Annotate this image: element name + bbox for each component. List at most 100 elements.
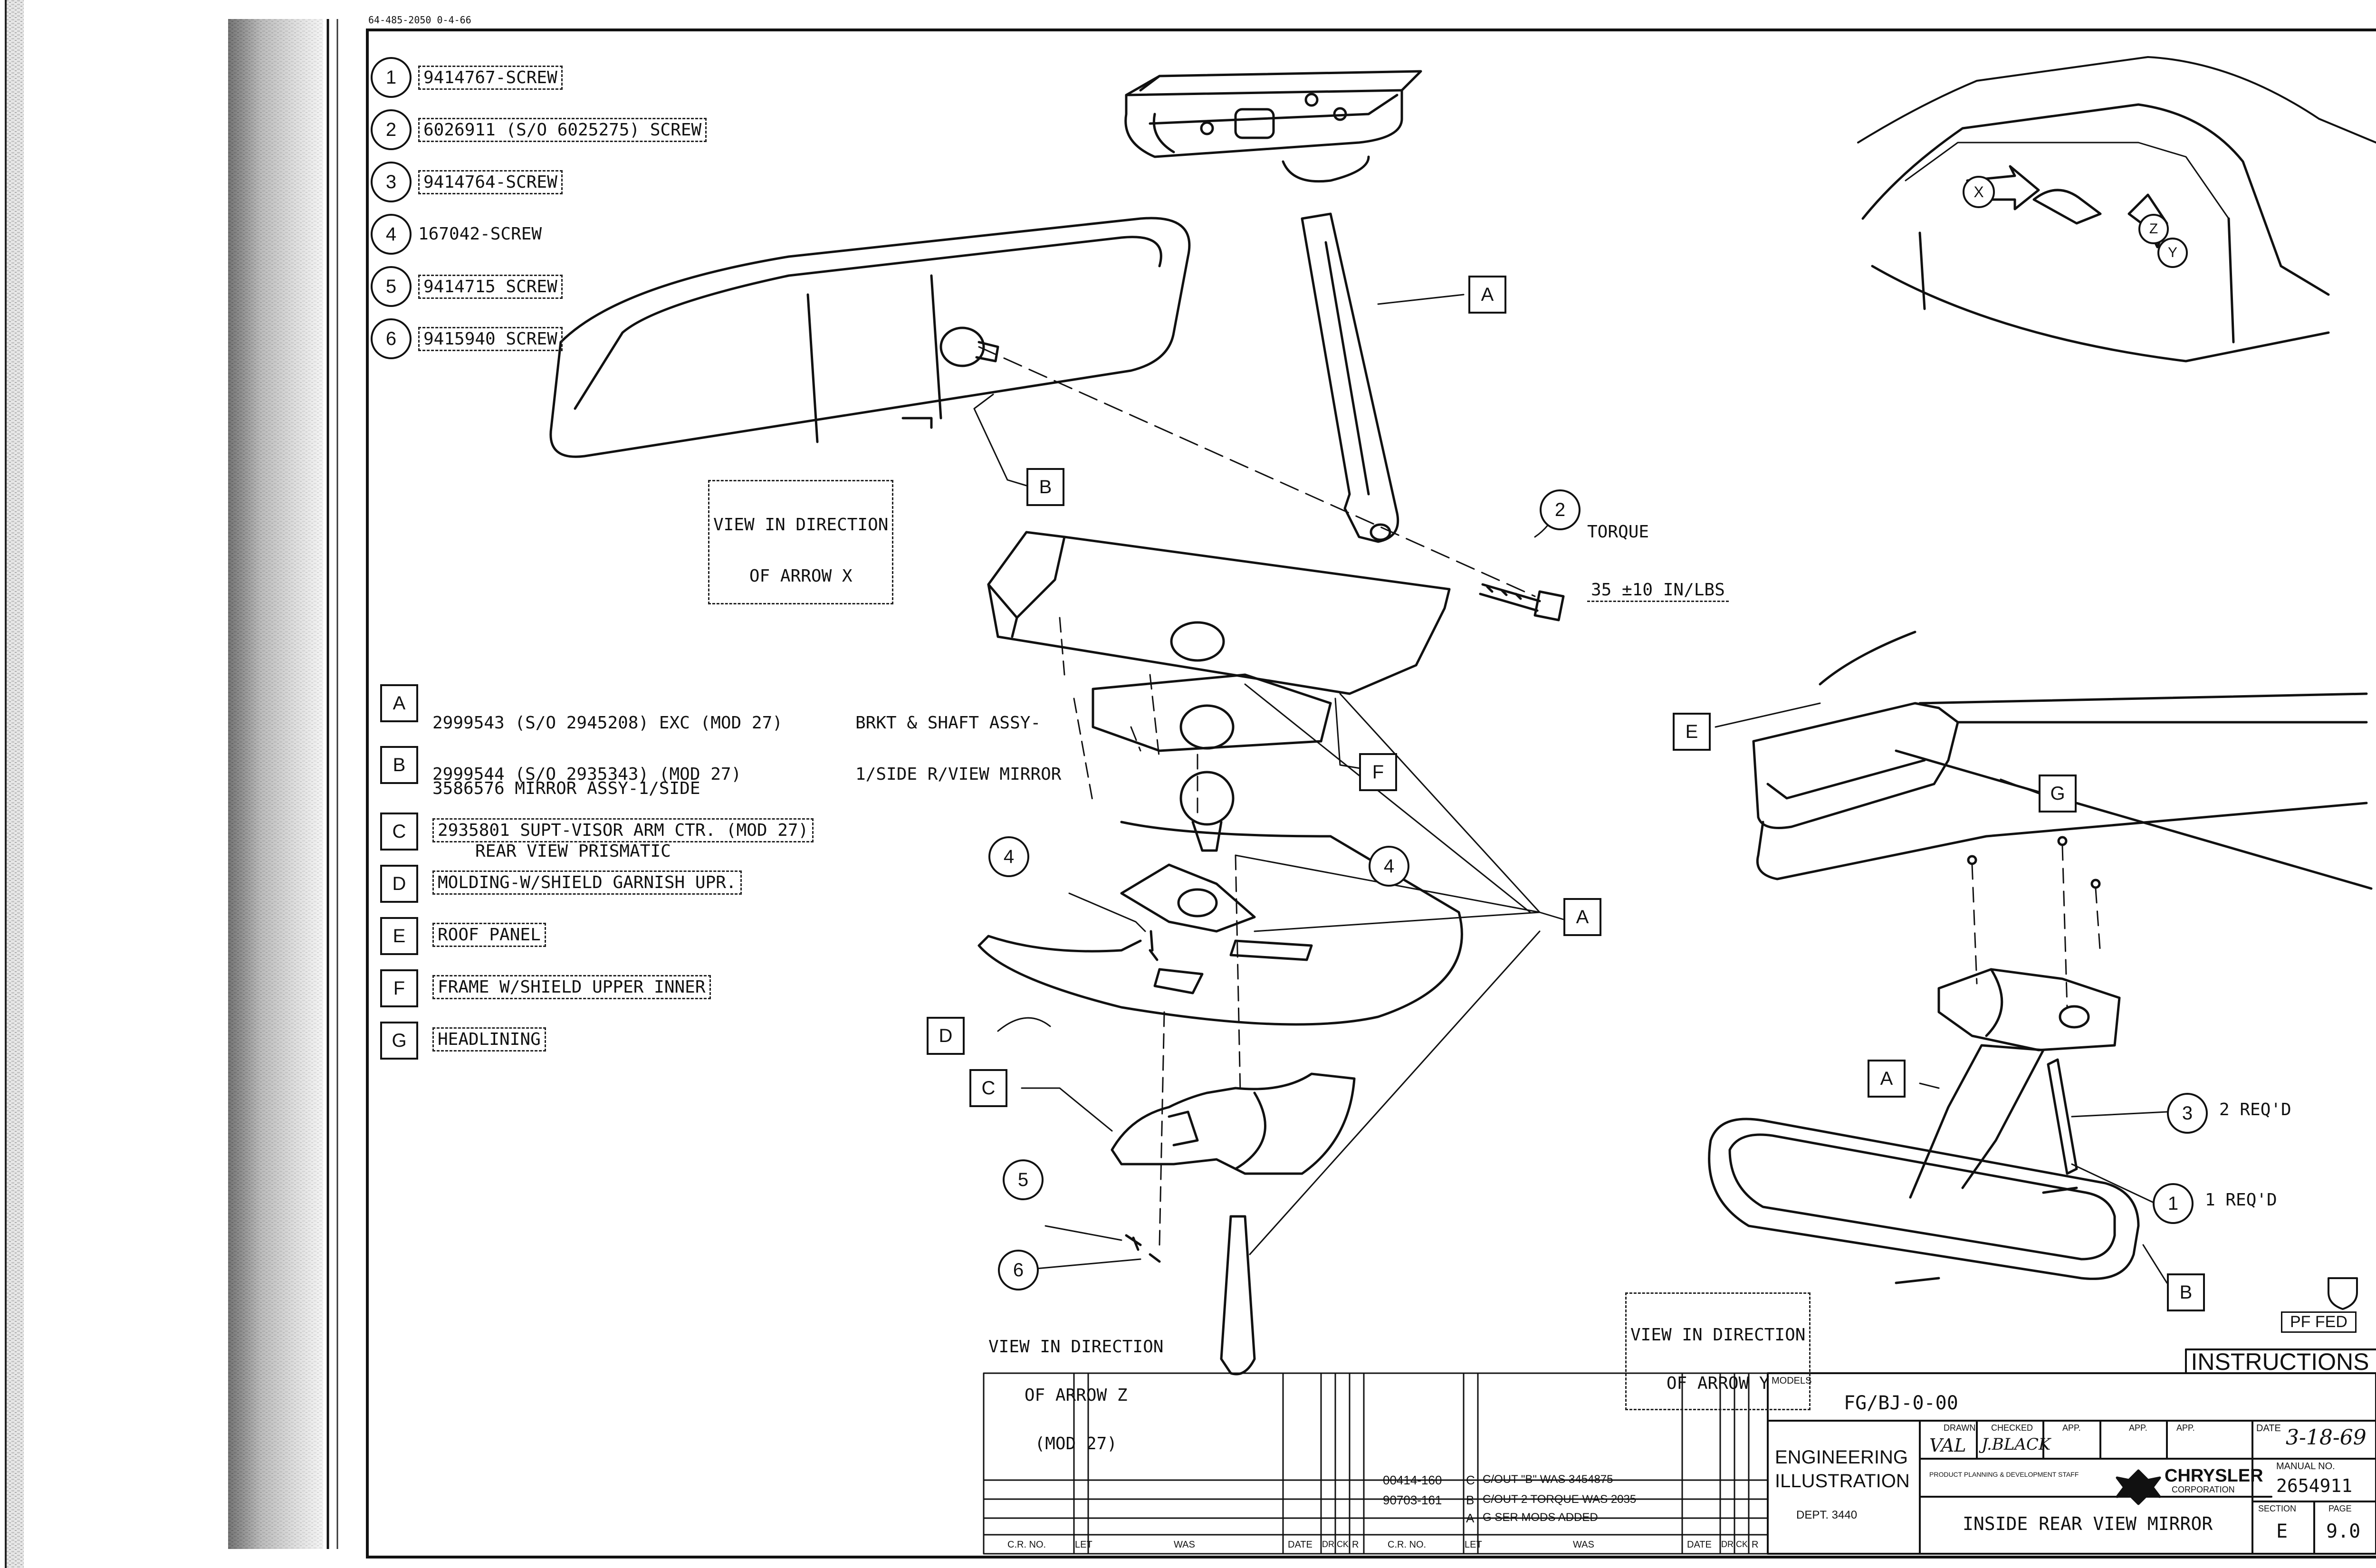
rev-was-3: G SER MODS ADDED [1483, 1511, 1598, 1524]
callout-6: 6 [371, 318, 412, 359]
arrow-z-marker: Z [2138, 214, 2169, 244]
revision-grid [983, 1372, 1769, 1555]
assembly-b-text: 3586576 MIRROR ASSY-1/SIDE REAR VIEW PRI… [432, 736, 700, 904]
drawn-value: VAL [1929, 1435, 1966, 1456]
staff-label: PRODUCT PLANNING & DEVELOPMENT STAFF [1929, 1471, 2079, 1478]
arrow-x-marker: X [1963, 176, 1995, 208]
dept-label: DEPT. 3440 [1796, 1509, 1858, 1521]
view-arrow-x-label: VIEW IN DIRECTION OF ARROW X [708, 480, 894, 604]
callout-2-torque: 2 [1540, 489, 1581, 530]
part-2-text: 6026911 (S/O 6025275) SCREW [418, 118, 707, 142]
models-label: MODELS [1772, 1376, 1812, 1386]
callout-d-molding: D [927, 1017, 965, 1055]
header-code: 64-485-2050 0-4-66 [368, 14, 471, 26]
view-y-line-2: OF ARROW Y [1666, 1374, 1770, 1393]
date-value: 3-18-69 [2286, 1425, 2366, 1450]
req-1: 1 REQ'D [2205, 1190, 2277, 1210]
rev-let-3: A [1466, 1511, 1475, 1525]
drawing-title: INSIDE REAR VIEW MIRROR [1963, 1513, 2213, 1534]
callout-3: 3 [2167, 1093, 2208, 1134]
rev-header-r-right: R [1752, 1539, 1759, 1550]
rev-header-let-right: LET [1465, 1539, 1482, 1550]
windshield-view [1857, 56, 2376, 363]
req-3: 2 REQ'D [2219, 1100, 2291, 1119]
frame-molding-cluster [977, 531, 1463, 1026]
assembly-c-text: 2935801 SUPT-VISOR ARM CTR. (MOD 27) [432, 818, 814, 842]
view-arrow-y-label: VIEW IN DIRECTION OF ARROW Y [1625, 1292, 1811, 1410]
callout-b-right: B [2167, 1273, 2205, 1311]
pentastar-icon [2116, 1469, 2161, 1505]
rev-was-2: C/OUT 2 TORQUE WAS 2035 [1483, 1493, 1637, 1506]
view-x-line-1: VIEW IN DIRECTION [713, 515, 889, 535]
callout-g-headlining: G [2039, 774, 2077, 813]
date-label: DATE [2256, 1423, 2281, 1434]
rev-header-date-left: DATE [1288, 1539, 1313, 1550]
instructions-heading: INSTRUCTIONS [2191, 1348, 2369, 1375]
view-z-line-2: OF ARROW Z [1024, 1386, 1128, 1405]
callout-e-roof: E [1673, 713, 1711, 751]
callout-5: 5 [1003, 1159, 1044, 1200]
assembly-a-numbers: 2999543 (S/O 2945208) EXC (MOD 27) 29995… [432, 680, 783, 817]
rev-cr-1: 00414-160 [1383, 1473, 1442, 1487]
view-arrow-z-label: VIEW IN DIRECTION OF ARROW Z (MOD 27) [988, 1307, 1163, 1468]
callout-1: 1 [371, 57, 412, 98]
label-f: F [380, 969, 418, 1007]
drawing-sheet [366, 29, 2376, 1558]
rev-header-drck-left: DRICK [1322, 1539, 1349, 1549]
engineering-label: ENGINEERING [1775, 1447, 1908, 1468]
checked-label: CHECKED [1991, 1423, 2033, 1433]
part-5-text: 9414715 SCREW [418, 275, 563, 299]
callout-1: 1 [2153, 1183, 2194, 1224]
assembly-d-text: MOLDING-W/SHIELD GARNISH UPR. [432, 870, 742, 895]
view-z-line-1: VIEW IN DIRECTION [988, 1337, 1164, 1357]
callout-a-shaft: A [1468, 276, 1506, 314]
section-value: E [2276, 1520, 2288, 1542]
brand-name: CHRYSLER [2165, 1466, 2263, 1486]
callout-f-frame: F [1359, 753, 1397, 791]
rev-let-2: B [1466, 1493, 1475, 1507]
rev-header-cr-left: C.R. NO. [1007, 1539, 1046, 1550]
checked-value: J.BLACK [1982, 1435, 2051, 1454]
callout-4-right: 4 [1369, 846, 1409, 887]
callout-3: 3 [371, 162, 412, 202]
label-a: A [380, 684, 418, 722]
rev-header-drck-right: DRICK [1721, 1539, 1748, 1549]
roof-headlining-view [1708, 631, 2373, 1284]
rev-header-was-right: WAS [1573, 1539, 1594, 1550]
assembly-g-text: HEADLINING [432, 1027, 546, 1052]
rev-header-was-left: WAS [1174, 1539, 1195, 1550]
page-label: PAGE [2328, 1504, 2352, 1513]
screw-2-drawing [1479, 583, 1565, 621]
rev-header-date-right: DATE [1687, 1539, 1712, 1550]
label-b: B [380, 746, 418, 784]
assembly-a-line-2: 2999544 (S/O 2935343) (MOD 27) [432, 765, 742, 784]
callout-a-right: A [1868, 1060, 1906, 1098]
rev-was-1: C/OUT "B" WAS 3454875 [1483, 1473, 1613, 1486]
scanned-edge-right [5, 0, 24, 1568]
assembly-a-desc-2: 1/SIDE R/VIEW MIRROR [855, 765, 1062, 784]
rev-cr-2: 90703-161 [1383, 1493, 1442, 1507]
callout-4: 4 [371, 214, 412, 255]
manual-label: MANUAL NO. [2276, 1461, 2335, 1472]
illustration-label: ILLUSTRATION [1775, 1471, 1910, 1492]
right-leader-lines [1715, 702, 2168, 1284]
callout-5: 5 [371, 266, 412, 307]
leader-lines [973, 294, 1564, 1270]
models-value: FG/BJ-0-00 [1844, 1392, 1958, 1414]
part-1-text: 9414767-SCREW [418, 66, 563, 90]
torque-spec: TORQUE 35 ±10 IN/LBS [1587, 485, 1729, 621]
assembly-b-line-1: 3586576 MIRROR ASSY-1/SIDE [432, 779, 700, 798]
callout-2: 2 [371, 109, 412, 150]
part-6-text: 9415940 SCREW [418, 327, 563, 351]
callout-a-bracket: A [1563, 898, 1601, 936]
label-c: C [380, 813, 418, 851]
assembly-b-line-2: REAR VIEW PRISMATIC [475, 841, 671, 861]
torque-value: 35 ±10 IN/LBS [1587, 580, 1729, 602]
assembly-a-line-1: 2999543 (S/O 2945208) EXC (MOD 27) [432, 713, 783, 733]
callout-c-visor: C [969, 1069, 1007, 1107]
app-label-2: APP. [2129, 1423, 2147, 1433]
assembly-a-desc: BRKT & SHAFT ASSY- 1/SIDE R/VIEW MIRROR [855, 680, 1061, 817]
assembly-a-desc-1: BRKT & SHAFT ASSY- [855, 713, 1041, 733]
shield-icon [2328, 1277, 2358, 1310]
